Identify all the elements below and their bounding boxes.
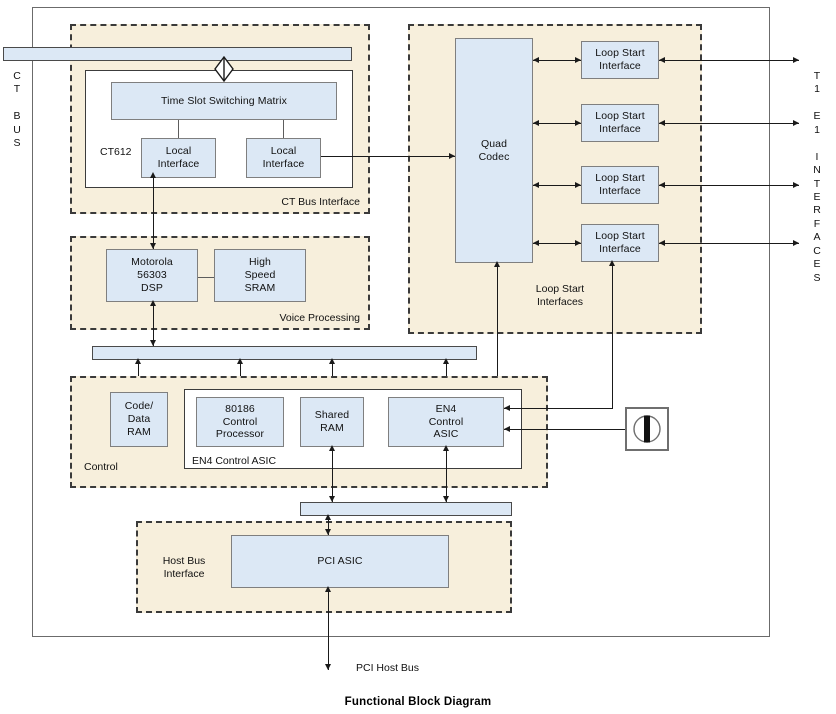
block-code-data-ram[interactable]: Code/ Data RAM <box>110 392 168 447</box>
line-lsi4-down <box>612 262 613 409</box>
arrow-lsi-to-codec-1 <box>533 57 539 63</box>
arrow-shared-ram-down <box>329 496 335 502</box>
block-en4-control-asic[interactable]: EN4 Control ASIC <box>388 397 504 447</box>
arrow-en4-asic-to-bus <box>443 358 449 364</box>
block-80186-control-processor[interactable]: 80186 Control Processor <box>196 397 284 447</box>
arrow-lsi-to-codec-4 <box>533 240 539 246</box>
arrow-lsi-4-external <box>793 240 799 246</box>
line-dsp-to-bus <box>153 302 154 346</box>
arrow-lsi-2-external <box>793 120 799 126</box>
line-pci-asic-to-host-bus-external <box>328 588 329 670</box>
arrow-external-to-lsi-3 <box>659 182 665 188</box>
line-lsi-1-external <box>659 60 799 61</box>
line-codec-lsi-4 <box>533 243 581 244</box>
line-en4-asic-to-host-bus <box>446 447 447 502</box>
line-tssm-to-local-left <box>178 120 179 138</box>
host-bus-bar <box>300 502 512 516</box>
ct612-label: CT612 <box>100 146 132 158</box>
block-pci-asic[interactable]: PCI ASIC <box>231 535 449 588</box>
block-high-speed-sram[interactable]: High Speed SRAM <box>214 249 306 302</box>
arrow-codec-to-lsi-2 <box>575 120 581 126</box>
arrow-lsi-3-external <box>793 182 799 188</box>
group-loop-start-interfaces-label: Loop Start Interfaces <box>535 283 585 308</box>
arrow-host-bus-to-pci-asic <box>325 529 331 535</box>
arrow-to-en4-asic-bottom <box>443 445 449 451</box>
block-loop-start-interface-4[interactable]: Loop Start Interface <box>581 224 659 262</box>
arrow-en4-asic-down <box>443 496 449 502</box>
block-loop-start-interface-2[interactable]: Loop Start Interface <box>581 104 659 142</box>
arrow-local-right-to-codec <box>449 153 455 159</box>
t1-e1-interfaces-edge-label: T 1 E 1 I N T E R F A C E S <box>813 70 821 284</box>
arrow-dsp-to-bus <box>150 340 156 346</box>
arrow-to-lsi4 <box>609 260 615 266</box>
line-dsp-to-sram <box>198 277 214 278</box>
line-lsi-4-external <box>659 243 799 244</box>
arrow-codec-to-lsi-4 <box>575 240 581 246</box>
block-local-interface-right[interactable]: Local Interface <box>246 138 321 178</box>
group-host-bus-interface-label: Host Bus Interface <box>162 555 206 580</box>
ct-bus-bar <box>3 47 352 61</box>
arrow-lsi-to-codec-3 <box>533 182 539 188</box>
block-quad-codec[interactable]: Quad Codec <box>455 38 533 263</box>
bus-tap-diamond-icon <box>214 56 234 82</box>
line-tssm-to-local-right <box>283 120 284 138</box>
en4-control-asic-inner-label: EN4 Control ASIC <box>192 455 277 467</box>
arrow-control-processor-to-bus <box>237 358 243 364</box>
ct-bus-edge-label: C T B U S <box>13 70 21 150</box>
arrow-pci-host-bus-up <box>325 586 331 592</box>
line-host-bus-to-pci-asic <box>328 516 329 535</box>
block-loop-start-interface-1[interactable]: Loop Start Interface <box>581 41 659 79</box>
arrow-to-shared-ram <box>329 445 335 451</box>
arrow-to-codec <box>494 261 500 267</box>
line-codec-lsi-1 <box>533 60 581 61</box>
arrow-codec-to-lsi-3 <box>575 182 581 188</box>
block-motorola-56303-dsp[interactable]: Motorola 56303 DSP <box>106 249 198 302</box>
line-local-left-to-dsp <box>153 178 154 249</box>
line-codec-lsi-2 <box>533 123 581 124</box>
line-jack-connector-icon <box>625 407 669 451</box>
arrow-jack-to-en4-asic <box>504 426 510 432</box>
line-codec-lsi-3 <box>533 185 581 186</box>
arrow-pci-host-bus-down <box>325 664 331 670</box>
arrow-external-to-lsi-2 <box>659 120 665 126</box>
diagram-outer-frame <box>32 7 770 637</box>
arrow-external-to-lsi-1 <box>659 57 665 63</box>
diagram-caption: Functional Block Diagram <box>344 696 492 708</box>
line-shared-ram-to-host-bus <box>332 447 333 502</box>
arrow-to-dsp <box>150 243 156 249</box>
line-codec-to-en4-asic <box>497 263 498 397</box>
pci-host-bus-label: PCI Host Bus <box>356 662 420 674</box>
block-local-interface-left[interactable]: Local Interface <box>141 138 216 178</box>
arrow-to-local-left <box>150 172 156 178</box>
group-voice-processing-label: Voice Processing <box>279 312 360 324</box>
arrow-codec-to-lsi-1 <box>575 57 581 63</box>
arrow-code-data-ram-to-bus <box>135 358 141 364</box>
group-ct-bus-interface-label: CT Bus Interface <box>281 196 360 208</box>
arrow-pci-asic-to-host-bus <box>325 514 331 520</box>
block-shared-ram[interactable]: Shared RAM <box>300 397 364 447</box>
line-local-right-to-codec <box>321 156 455 157</box>
line-lsi-3-external <box>659 185 799 186</box>
arrow-lsi-to-codec-2 <box>533 120 539 126</box>
arrow-lsi4-to-en4-asic <box>504 405 510 411</box>
arrow-lsi-1-external <box>793 57 799 63</box>
arrow-bus-to-dsp <box>150 300 156 306</box>
arrow-external-to-lsi-4 <box>659 240 665 246</box>
line-lsi-2-external <box>659 123 799 124</box>
block-loop-start-interface-3[interactable]: Loop Start Interface <box>581 166 659 204</box>
block-time-slot-switching-matrix[interactable]: Time Slot Switching Matrix <box>111 82 337 120</box>
line-jack-to-en4-asic <box>504 429 625 430</box>
group-control-label: Control <box>84 461 118 473</box>
arrow-shared-ram-to-bus <box>329 358 335 364</box>
internal-bus-bar <box>92 346 477 360</box>
jack-glyph-icon <box>633 415 661 443</box>
line-lsi4-to-en4-asic <box>504 408 613 409</box>
